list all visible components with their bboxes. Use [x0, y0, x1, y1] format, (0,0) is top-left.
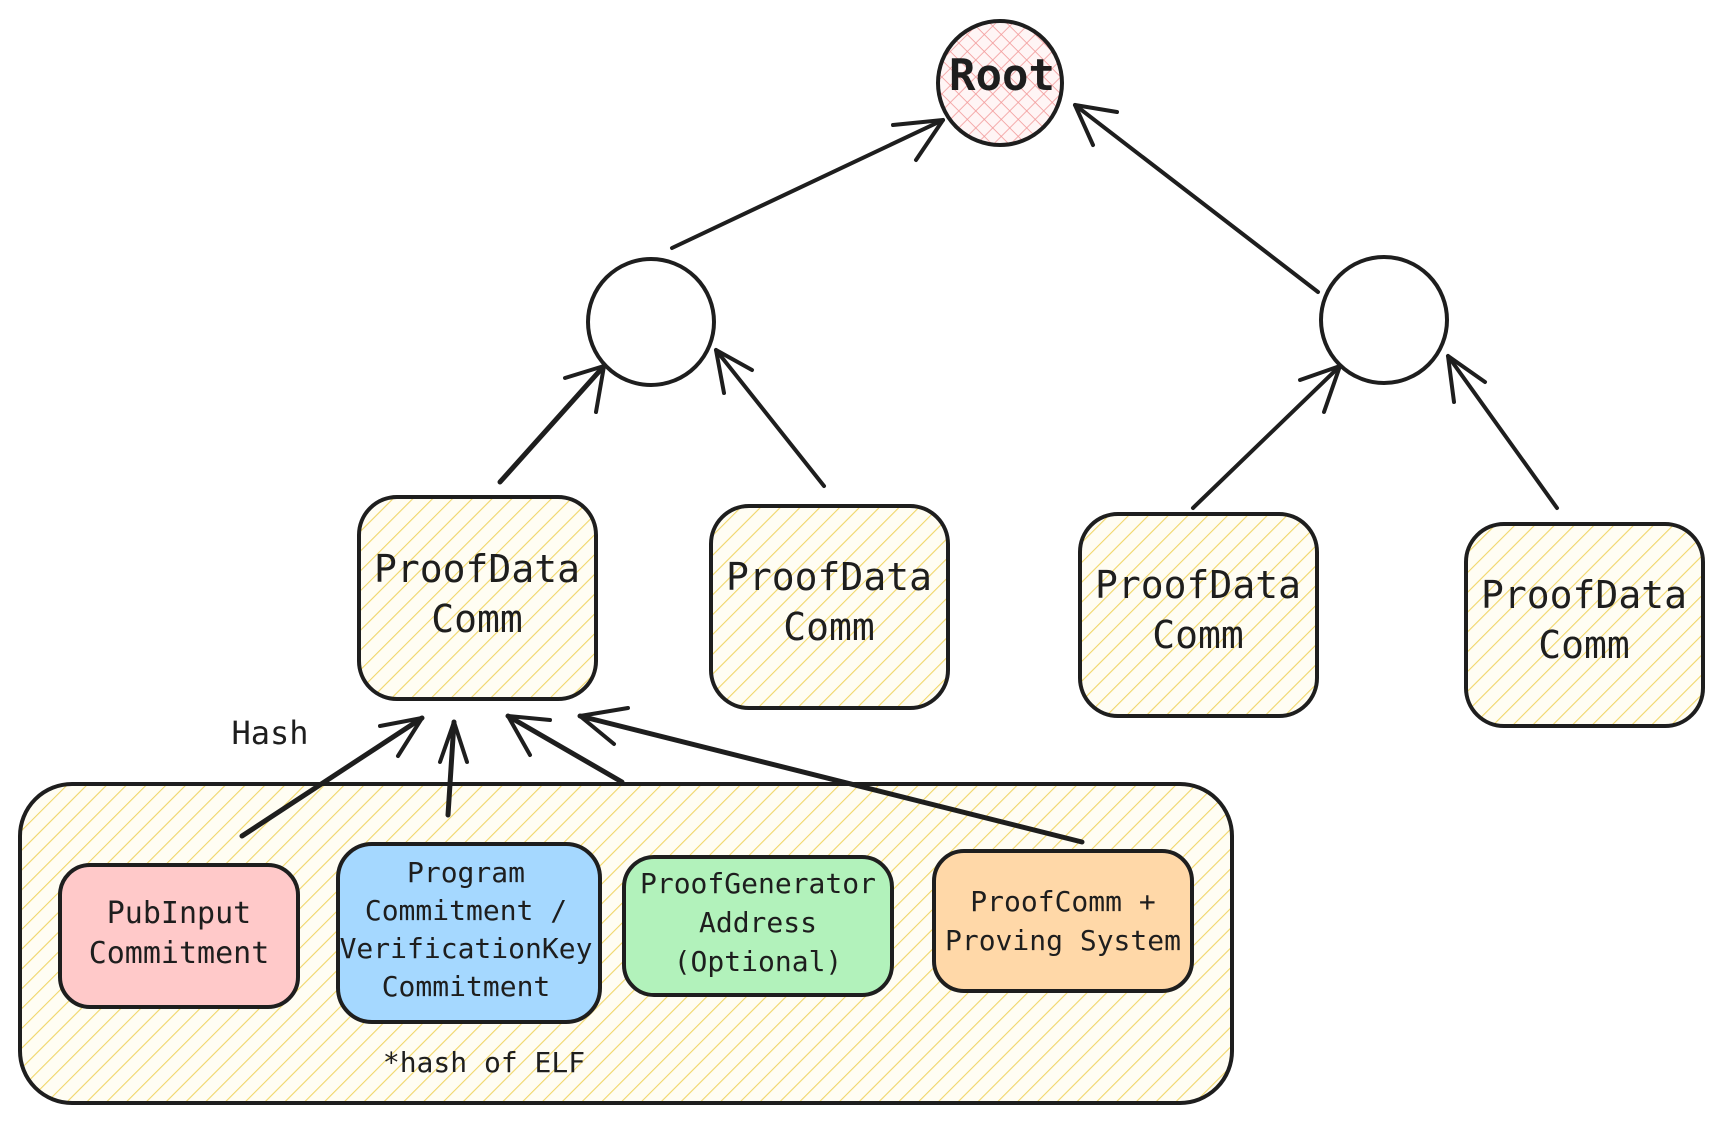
program-line4: Commitment	[382, 970, 551, 1003]
root-label: Root	[949, 50, 1055, 101]
generator-line1: ProofGenerator	[640, 867, 876, 900]
root-node: Root	[936, 19, 1064, 147]
leaf-proofdata-4: ProofData Comm	[1464, 522, 1705, 728]
leaf-1-line2: Comm	[431, 597, 523, 641]
arrowhead-leaf4	[1446, 354, 1487, 404]
edge-leaf3-to-right-node	[1191, 364, 1342, 510]
arrowhead-generator	[506, 714, 552, 757]
arrowhead-program	[438, 720, 469, 764]
leaf-4-line1: ProofData	[1481, 573, 1687, 617]
leaf-2-line1: ProofData	[726, 555, 932, 599]
generator-line2: Address	[699, 906, 817, 939]
pubinput-commitment-box: PubInput Commitment	[58, 863, 300, 1009]
leaf-3-line1: ProofData	[1095, 563, 1301, 607]
program-line1: Program	[407, 856, 525, 889]
arrowhead-proofcomm	[578, 706, 630, 746]
leaf-1-line1: ProofData	[374, 547, 580, 591]
edge-generator-to-leaf1	[505, 713, 625, 785]
edge-proofcomm-to-leaf1	[577, 713, 1085, 845]
arrowhead-pubinput	[378, 716, 424, 758]
program-commitment-box: Program Commitment / VerificationKey Com…	[336, 842, 602, 1024]
leaf-4-line2: Comm	[1538, 623, 1630, 667]
internal-node-right	[1319, 255, 1449, 385]
hash-edges	[239, 706, 1085, 845]
hash-label: Hash	[231, 714, 308, 752]
pubinput-line2: Commitment	[89, 936, 270, 971]
program-line3: VerificationKey	[340, 932, 593, 965]
program-line2: Commitment /	[365, 894, 567, 927]
internal-node-left	[586, 257, 716, 387]
edge-right-node-to-root	[1073, 103, 1320, 294]
root-circle	[936, 19, 1064, 147]
edge-leaf1-to-left-node	[497, 363, 607, 485]
edge-left-node-to-root	[670, 118, 945, 250]
leaf-proofdata-2: ProofData Comm	[709, 504, 950, 710]
arrowhead-root-left	[891, 118, 945, 162]
arrowhead-root-right	[1073, 103, 1119, 147]
arrowhead-leaf2	[714, 348, 754, 395]
edge-leaf2-to-left-node	[714, 348, 826, 488]
proofcomm-proving-system-box: ProofComm + Proving System	[932, 849, 1194, 993]
leaf-2-line2: Comm	[783, 605, 875, 649]
edge-pubinput-to-leaf1	[239, 715, 425, 839]
pubinput-line1: PubInput	[107, 896, 252, 931]
proofcomm-line1: ProofComm +	[970, 885, 1155, 918]
generator-line3: (Optional)	[674, 945, 843, 978]
edge-leaf4-to-right-node	[1446, 354, 1559, 510]
leaf-proofdata-3: ProofData Comm	[1078, 512, 1319, 718]
proofgenerator-address-box: ProofGenerator Address (Optional)	[622, 855, 894, 997]
leaf-3-line2: Comm	[1152, 613, 1244, 657]
edge-program-to-leaf1	[445, 719, 457, 818]
leaf-proofdata-1: ProofData Comm	[357, 495, 598, 701]
proofcomm-line2: Proving System	[945, 924, 1181, 957]
elf-note: *hash of ELF	[383, 1046, 585, 1079]
